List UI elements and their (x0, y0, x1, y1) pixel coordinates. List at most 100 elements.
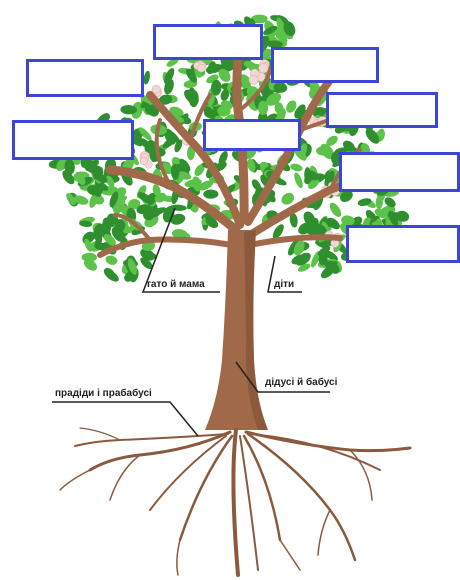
leaf (205, 64, 223, 74)
leaf (218, 150, 228, 166)
leaf (266, 40, 283, 48)
leaf (95, 172, 108, 183)
leaf (186, 145, 196, 161)
leader-line-great-grandparents (52, 401, 199, 437)
leaf (247, 158, 256, 172)
blossom (139, 157, 148, 166)
leaf (308, 178, 319, 190)
answer-box-4[interactable] (326, 92, 438, 128)
leaf (286, 100, 297, 113)
leaf (258, 100, 269, 115)
answer-box-8[interactable] (346, 225, 460, 263)
leaf (158, 94, 173, 105)
blossom (248, 74, 259, 85)
leaf (220, 100, 233, 110)
leaf (184, 179, 202, 188)
leaf (343, 140, 355, 152)
leaf (103, 267, 116, 279)
leaf (384, 197, 396, 208)
leaf (177, 171, 192, 180)
leaf (143, 208, 155, 221)
leaf (289, 212, 298, 228)
leaf (152, 184, 161, 197)
leaf (186, 68, 197, 83)
leaf (81, 252, 97, 262)
leaf (387, 212, 405, 221)
leaf (140, 257, 153, 270)
leaf (310, 250, 321, 268)
leaf (166, 58, 179, 67)
answer-box-3[interactable] (271, 47, 379, 83)
leaf (105, 175, 115, 188)
blossom (197, 63, 206, 73)
leaf (265, 92, 282, 106)
leaf (162, 137, 176, 149)
leaf (75, 171, 86, 186)
leaf (317, 246, 331, 256)
answer-box-6[interactable] (203, 119, 301, 151)
leaf (357, 198, 372, 206)
leaf (73, 195, 89, 205)
leaf (290, 163, 303, 172)
leaf (120, 104, 137, 115)
leaf (138, 127, 152, 141)
leaf (144, 104, 158, 116)
leaf (111, 226, 126, 242)
leaf (273, 82, 288, 93)
leaf (287, 239, 300, 256)
answer-box-1[interactable] (153, 24, 263, 60)
leaf (188, 87, 196, 102)
leaf (170, 164, 180, 180)
leaf (291, 254, 306, 265)
leaf (365, 128, 380, 144)
leaf (341, 215, 355, 226)
label-great-grandparents: прадіди і прабабусі (55, 388, 152, 399)
leaf (324, 170, 335, 188)
leaf (330, 151, 341, 166)
leaf (281, 192, 295, 205)
leaf (210, 79, 222, 96)
leaf (174, 139, 183, 153)
leaf (91, 194, 105, 205)
leaf (102, 217, 112, 234)
leaf (64, 159, 75, 175)
leaf (318, 252, 328, 266)
answer-box-5[interactable] (12, 120, 134, 160)
blossom (258, 62, 269, 74)
answer-box-2[interactable] (26, 59, 144, 97)
leaf (164, 68, 175, 85)
leaf (169, 106, 184, 118)
leaf (205, 216, 219, 229)
leaf (283, 21, 296, 37)
leaf (141, 251, 157, 260)
leaf (276, 17, 285, 33)
leaf (203, 189, 219, 199)
leaf (220, 89, 230, 101)
answer-box-7[interactable] (339, 152, 460, 192)
leaf (314, 223, 328, 238)
label-parents: тато й мама (146, 279, 205, 290)
leaf (305, 170, 319, 181)
leaf (263, 25, 278, 35)
leaf (62, 170, 75, 185)
leaf (131, 101, 143, 119)
leader-line-grandparents (235, 361, 330, 393)
leaf (137, 192, 153, 204)
leaf (250, 14, 268, 24)
leaf (374, 208, 386, 218)
leaf (198, 180, 214, 191)
leaf (303, 223, 317, 235)
leaf (294, 148, 307, 161)
label-children: діти (274, 279, 295, 290)
leaf (109, 191, 119, 208)
leaf (297, 263, 311, 272)
leaf (170, 213, 186, 225)
leaf (320, 143, 334, 160)
leaf (56, 158, 67, 171)
leaf (94, 233, 103, 249)
leaf (218, 68, 231, 82)
leaf (293, 240, 305, 256)
leaf (127, 258, 137, 275)
leaf (272, 224, 284, 239)
